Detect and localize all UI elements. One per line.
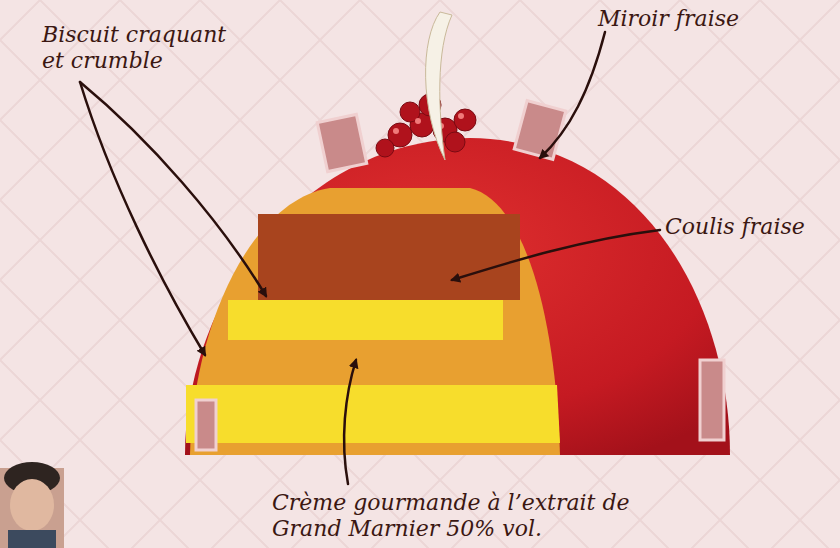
part-label: Miroir fraise (598, 6, 798, 32)
part-label: Crème gourmande à l’extrait de Grand Mar… (272, 490, 672, 542)
part-label: Coulis fraise (665, 214, 835, 240)
leader-lines (80, 32, 660, 484)
part-label: Biscuit craquant et crumble (42, 22, 242, 74)
portrait-figure (0, 462, 64, 548)
